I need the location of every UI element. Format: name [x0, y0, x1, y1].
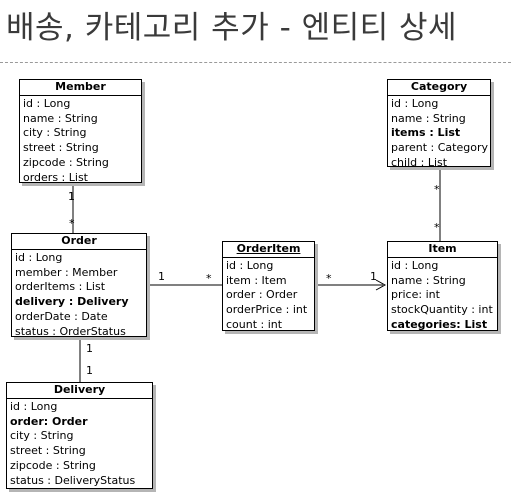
field-member-street: street : String [23, 141, 99, 155]
field-member-city: city : String [23, 126, 87, 140]
field-order-id: id : Long [15, 251, 63, 264]
multiplicity-order-orderitem-left: 1 [158, 270, 165, 283]
field-orderitem-order: order : Order [226, 288, 298, 302]
field-orderitem-orderprice: orderPrice : int [226, 303, 308, 317]
entity-item-header: Item [388, 242, 497, 258]
field-order-member: member : Member [15, 265, 118, 279]
field-orderitem-item: item : Item [226, 273, 287, 287]
multiplicity-orderitem-item-right: 1 [370, 270, 377, 283]
entity-orderitem-fields: id : Long item : Item order : Order orde… [223, 258, 314, 333]
field-item-price: price: int [391, 288, 440, 302]
entity-delivery-header: Delivery [7, 383, 152, 399]
field-member-orders: orders : List [23, 170, 88, 184]
field-item-id: id : Long [391, 259, 439, 272]
field-order-delivery: delivery : Delivery [15, 295, 129, 309]
field-delivery-order: order: Order [10, 414, 88, 428]
entity-member: Member id : Long name : String city : St… [19, 79, 142, 185]
field-order-orderitems: orderItems : List [15, 280, 106, 294]
multiplicity-order-delivery-bottom: 1 [86, 364, 93, 377]
multiplicity-order-delivery-top: 1 [86, 342, 93, 355]
entity-category-header: Category [388, 80, 490, 96]
multiplicity-orderitem-item-left: * [326, 272, 332, 285]
entity-order-fields: id : Long member : Member orderItems : L… [12, 250, 146, 339]
field-orderitem-id: id : Long [226, 259, 274, 272]
arrowhead-icon [375, 279, 387, 291]
field-category-parent: parent : Category [391, 141, 489, 155]
field-category-child: child : List [391, 155, 448, 169]
field-order-orderdate: orderDate : Date [15, 309, 108, 323]
field-member-name: name : String [23, 111, 98, 125]
field-orderitem-count: count : int [226, 317, 283, 331]
field-delivery-id: id : Long [10, 400, 58, 413]
page-title: 배송, 카테고리 추가 - 엔티티 상세 [6, 10, 458, 46]
multiplicity-category-item-bottom: * [434, 221, 440, 234]
entity-order: Order id : Long member : Member orderIte… [11, 233, 147, 339]
entity-category: Category id : Long name : String items :… [387, 79, 491, 169]
field-item-stockquantity: stockQuantity : int [391, 303, 493, 317]
field-member-id: id : Long [23, 97, 71, 110]
multiplicity-order-orderitem-right: * [206, 272, 212, 285]
entity-delivery-fields: id : Long order: Order city : String str… [7, 399, 152, 488]
field-item-categories: categories: List [391, 317, 488, 331]
entity-item: Item id : Long name : String price: int … [387, 241, 498, 331]
field-order-status: status : OrderStatus [15, 324, 126, 338]
entity-category-fields: id : Long name : String items : List par… [388, 96, 490, 171]
entity-member-fields: id : Long name : String city : String st… [20, 96, 141, 185]
entity-orderitem-name: OrderItem [236, 242, 301, 255]
title-divider [0, 62, 511, 63]
field-category-items: items : List [391, 126, 461, 140]
entity-orderitem-header: OrderItem [223, 242, 314, 258]
field-delivery-status: status : DeliveryStatus [10, 473, 136, 487]
entity-item-fields: id : Long name : String price: int stock… [388, 258, 497, 333]
entity-delivery: Delivery id : Long order: Order city : S… [6, 382, 153, 489]
field-member-zipcode: zipcode : String [23, 155, 109, 169]
multiplicity-member-order-bottom: * [69, 217, 75, 230]
field-category-name: name : String [391, 111, 466, 125]
field-delivery-zipcode: zipcode : String [10, 458, 96, 472]
multiplicity-category-item-top: * [434, 183, 440, 196]
field-category-id: id : Long [391, 97, 439, 110]
entity-order-header: Order [12, 234, 146, 250]
entity-member-header: Member [20, 80, 141, 96]
multiplicity-member-order-top: 1 [68, 190, 75, 203]
field-item-name: name : String [391, 273, 466, 287]
field-delivery-city: city : String [10, 429, 74, 443]
field-delivery-street: street : String [10, 444, 86, 458]
entity-orderitem: OrderItem id : Long item : Item order : … [222, 241, 315, 331]
